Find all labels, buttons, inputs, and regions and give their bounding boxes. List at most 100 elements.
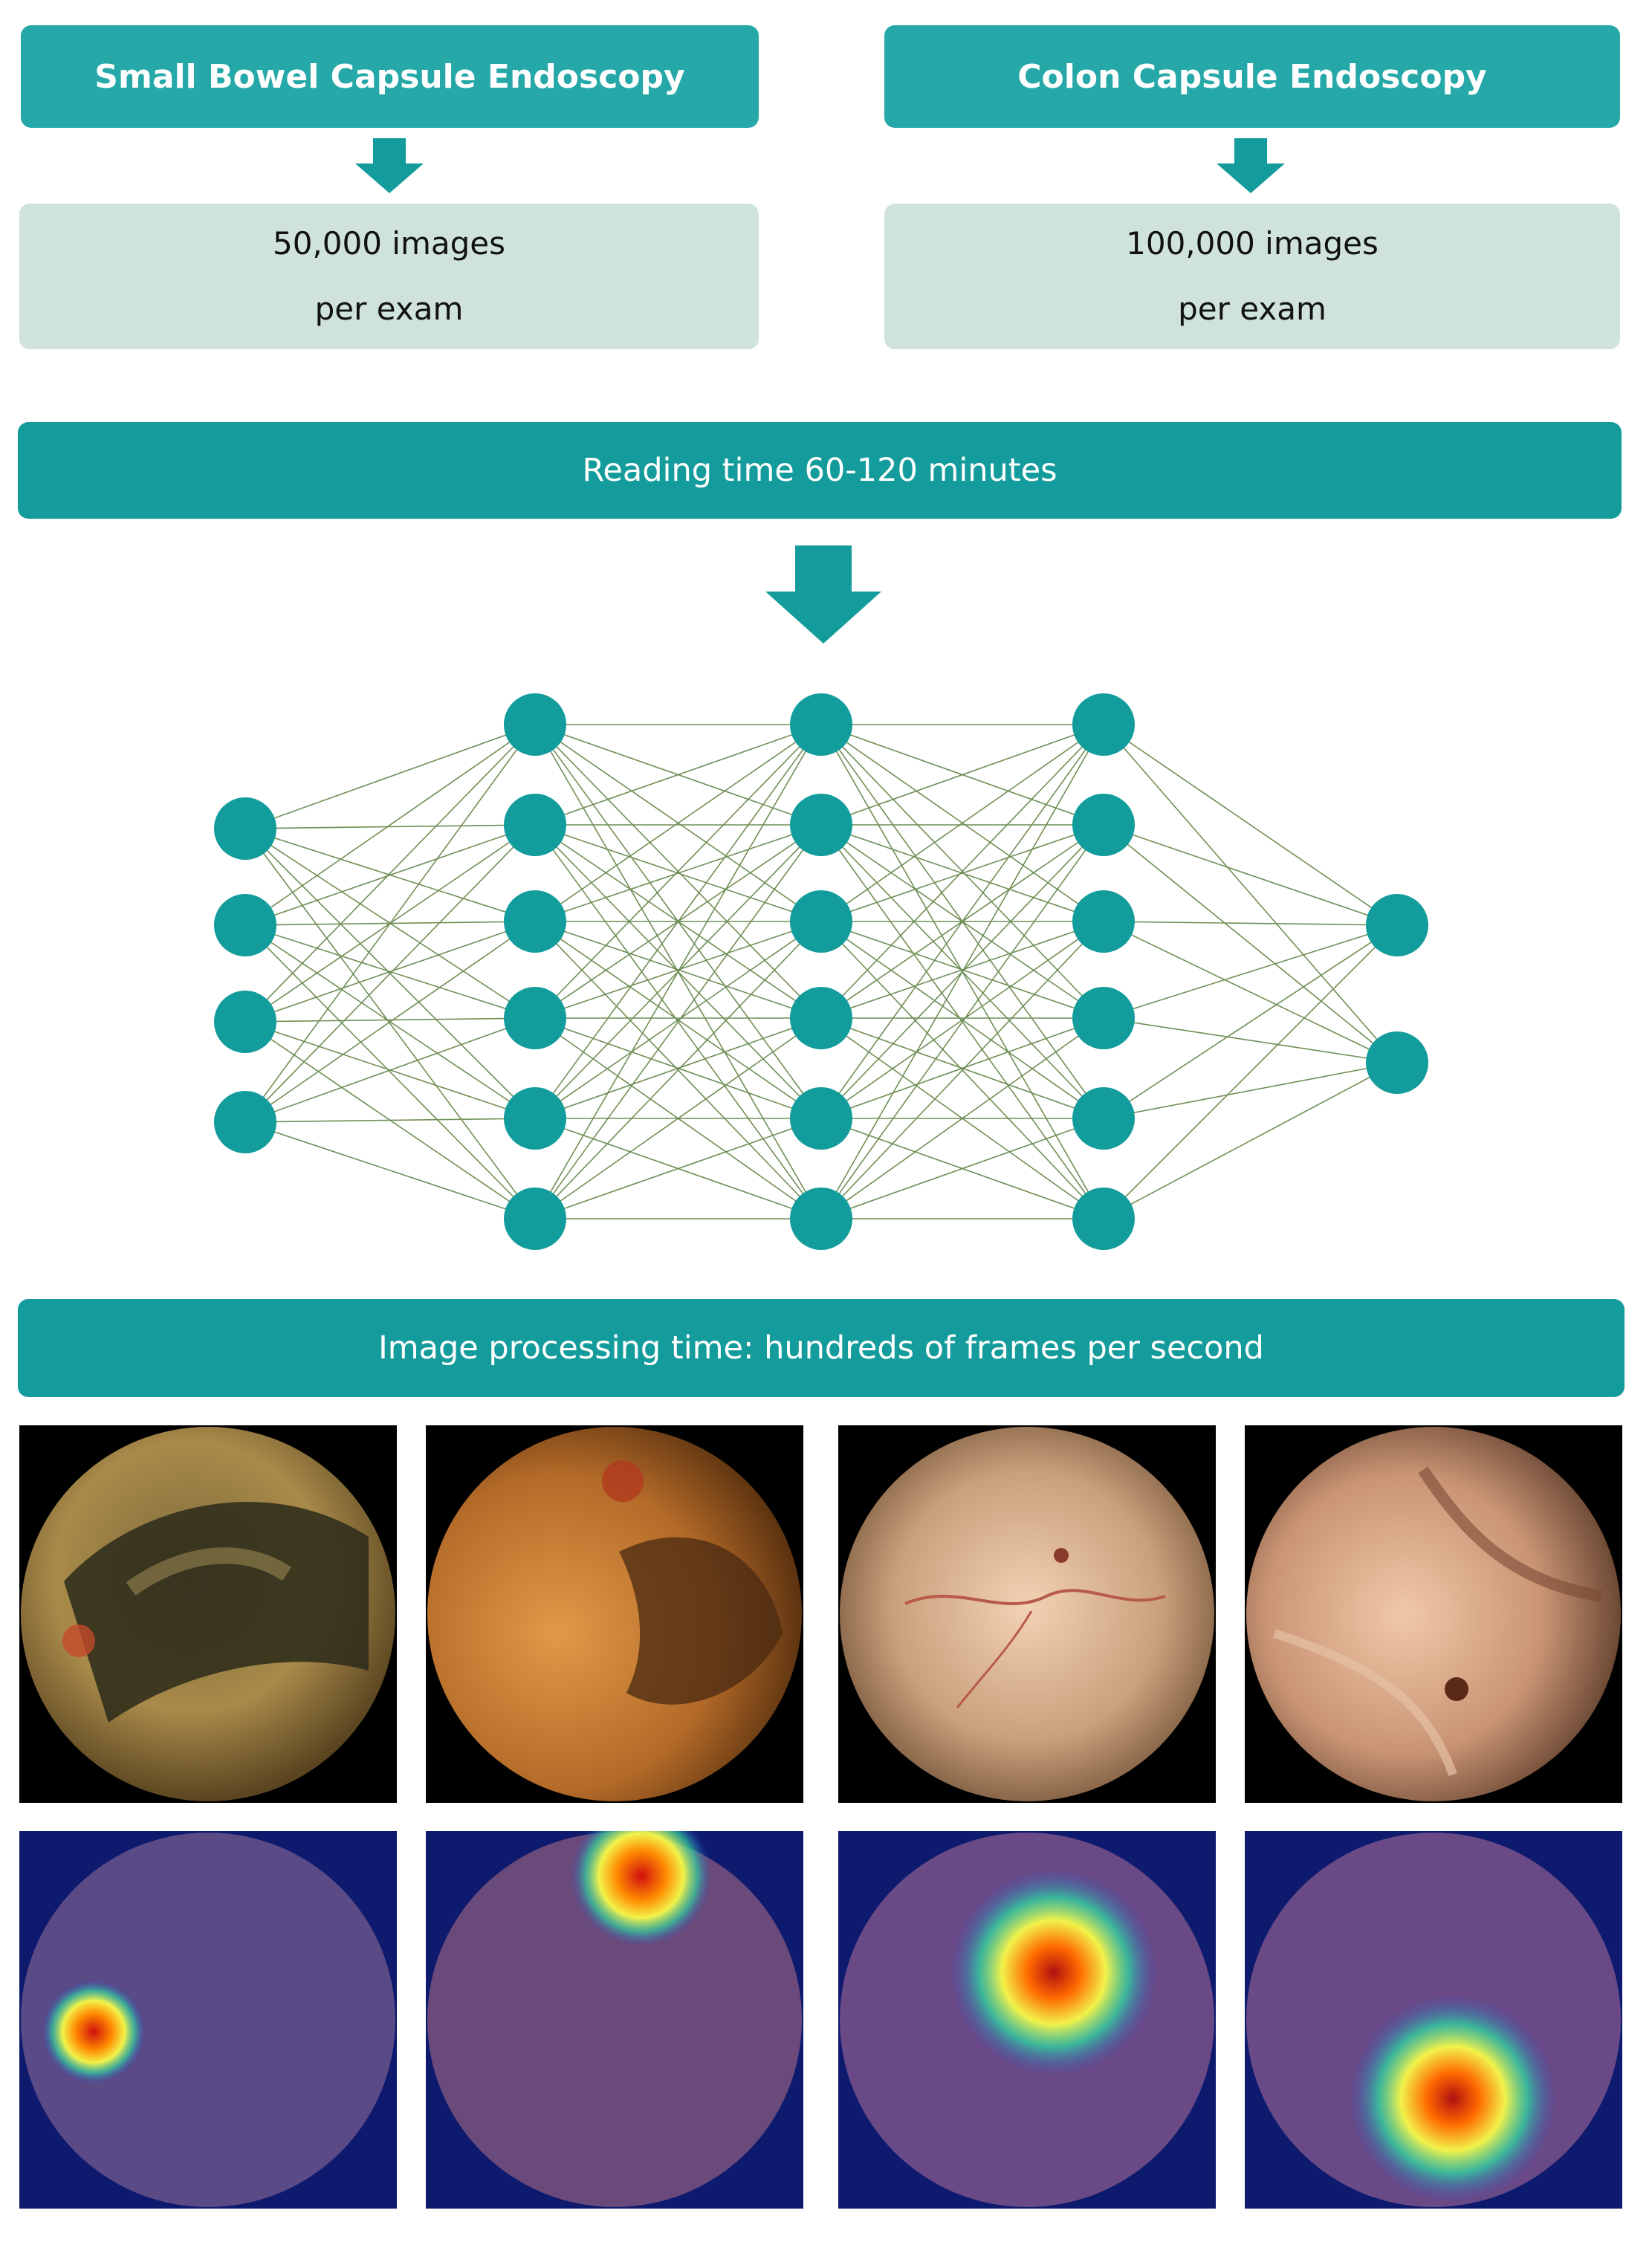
network-connection bbox=[1103, 924, 1398, 1119]
network-node-layer-3 bbox=[790, 987, 852, 1049]
network-connection bbox=[820, 724, 1104, 1019]
processing-time-banner: Image processing time: hundreds of frame… bbox=[18, 1299, 1625, 1397]
small-bowel-title: Small Bowel Capsule Endoscopy bbox=[94, 57, 685, 96]
network-node-layer-3 bbox=[790, 693, 852, 756]
arrow-down-icon bbox=[1217, 138, 1285, 193]
network-connection bbox=[820, 1017, 1104, 1119]
network-node-layer-2 bbox=[504, 1188, 566, 1250]
network-node-layer-2 bbox=[504, 693, 566, 756]
heatmap-image-4 bbox=[1245, 1831, 1622, 2209]
network-connection bbox=[820, 921, 1104, 1019]
network-connection bbox=[1103, 924, 1398, 1019]
small-bowel-count-line1: 50,000 images bbox=[272, 225, 505, 262]
network-node-layer-5 bbox=[1366, 894, 1428, 956]
endoscopy-image-1 bbox=[19, 1425, 397, 1803]
network-connection bbox=[1103, 724, 1398, 1063]
network-connection bbox=[534, 824, 822, 1219]
network-node-layer-5 bbox=[1366, 1031, 1428, 1094]
network-node-layer-4 bbox=[1072, 987, 1135, 1049]
network-connection bbox=[534, 724, 822, 826]
network-connection bbox=[820, 724, 1104, 922]
network-connection bbox=[244, 824, 536, 1123]
network-connection bbox=[1103, 1062, 1398, 1219]
network-connection bbox=[534, 1118, 822, 1219]
endoscopy-image-3 bbox=[838, 1425, 1216, 1803]
network-connection bbox=[244, 824, 536, 829]
network-connection bbox=[820, 824, 1104, 922]
network-connection bbox=[244, 924, 536, 1219]
network-connection bbox=[820, 724, 1104, 1119]
network-connection bbox=[820, 724, 1104, 826]
network-connection bbox=[244, 1121, 536, 1219]
network-node-layer-1 bbox=[214, 991, 276, 1053]
network-node-layer-1 bbox=[214, 797, 276, 860]
network-connection bbox=[1103, 724, 1398, 926]
network-connection bbox=[534, 921, 822, 1019]
network-node-layer-1 bbox=[214, 1091, 276, 1153]
heatmap-image-2 bbox=[426, 1831, 803, 2209]
colon-image-count: 100,000 images per exam bbox=[884, 204, 1620, 349]
network-connection bbox=[534, 1017, 822, 1119]
network-connection bbox=[244, 1017, 536, 1023]
network-connection bbox=[534, 724, 822, 1219]
network-connection bbox=[534, 824, 822, 922]
network-connection bbox=[244, 921, 536, 1023]
network-node-layer-3 bbox=[790, 794, 852, 856]
network-node-layer-3 bbox=[790, 1188, 852, 1250]
network-connection bbox=[534, 1017, 822, 1219]
neural-network-diagram bbox=[214, 693, 1428, 1250]
network-node-layer-4 bbox=[1072, 1087, 1135, 1150]
network-node-layer-2 bbox=[504, 794, 566, 856]
heatmap-image-3 bbox=[838, 1831, 1216, 2209]
endoscopy-image-2 bbox=[426, 1425, 803, 1803]
network-connection bbox=[244, 724, 536, 829]
network-connection bbox=[244, 724, 536, 1123]
arrow-down-icon bbox=[355, 138, 424, 193]
processing-time-text: Image processing time: hundreds of frame… bbox=[378, 1329, 1264, 1367]
network-connection bbox=[820, 724, 1104, 1219]
network-node-layer-2 bbox=[504, 1087, 566, 1150]
colon-header: Colon Capsule Endoscopy bbox=[884, 25, 1620, 128]
network-node-layer-3 bbox=[790, 1087, 852, 1150]
network-connection bbox=[1103, 824, 1398, 1063]
network-node-layer-1 bbox=[214, 894, 276, 956]
network-connection bbox=[820, 921, 1104, 1119]
network-connection bbox=[244, 824, 536, 926]
reading-time-banner: Reading time 60-120 minutes bbox=[18, 422, 1622, 519]
network-connection bbox=[1103, 1017, 1398, 1063]
network-connection bbox=[1103, 921, 1398, 1063]
network-node-layer-2 bbox=[504, 890, 566, 953]
network-node-layer-4 bbox=[1072, 693, 1135, 756]
network-node-layer-4 bbox=[1072, 890, 1135, 953]
network-connection bbox=[244, 724, 536, 926]
network-connection bbox=[820, 824, 1104, 1219]
network-connection bbox=[534, 724, 822, 1019]
network-connection bbox=[244, 1017, 536, 1123]
network-connection bbox=[1103, 824, 1398, 926]
network-connection bbox=[534, 921, 822, 1219]
small-bowel-header: Small Bowel Capsule Endoscopy bbox=[21, 25, 759, 128]
network-node-layer-4 bbox=[1072, 794, 1135, 856]
small-bowel-image-count: 50,000 images per exam bbox=[19, 204, 759, 349]
small-bowel-count-line2: per exam bbox=[314, 291, 464, 327]
heatmap-image-1 bbox=[19, 1831, 397, 2209]
network-connection bbox=[1103, 1062, 1398, 1119]
colon-count-line1: 100,000 images bbox=[1126, 225, 1379, 262]
network-connection bbox=[534, 724, 822, 1119]
network-connection bbox=[534, 921, 822, 1119]
network-connection bbox=[244, 828, 536, 1219]
reading-time-text: Reading time 60-120 minutes bbox=[582, 452, 1057, 489]
network-connection bbox=[1103, 921, 1398, 926]
endoscopy-image-4 bbox=[1245, 1425, 1622, 1803]
network-node-layer-4 bbox=[1072, 1188, 1135, 1250]
colon-count-line2: per exam bbox=[1178, 291, 1327, 327]
network-connection bbox=[244, 724, 536, 1023]
network-connection bbox=[820, 1017, 1104, 1219]
network-node-layer-2 bbox=[504, 987, 566, 1049]
network-connection bbox=[820, 1118, 1104, 1219]
network-connection bbox=[820, 921, 1104, 1219]
arrow-down-icon bbox=[765, 545, 881, 644]
network-connection bbox=[534, 724, 822, 922]
network-node-layer-3 bbox=[790, 890, 852, 953]
network-connection bbox=[1103, 924, 1398, 1219]
